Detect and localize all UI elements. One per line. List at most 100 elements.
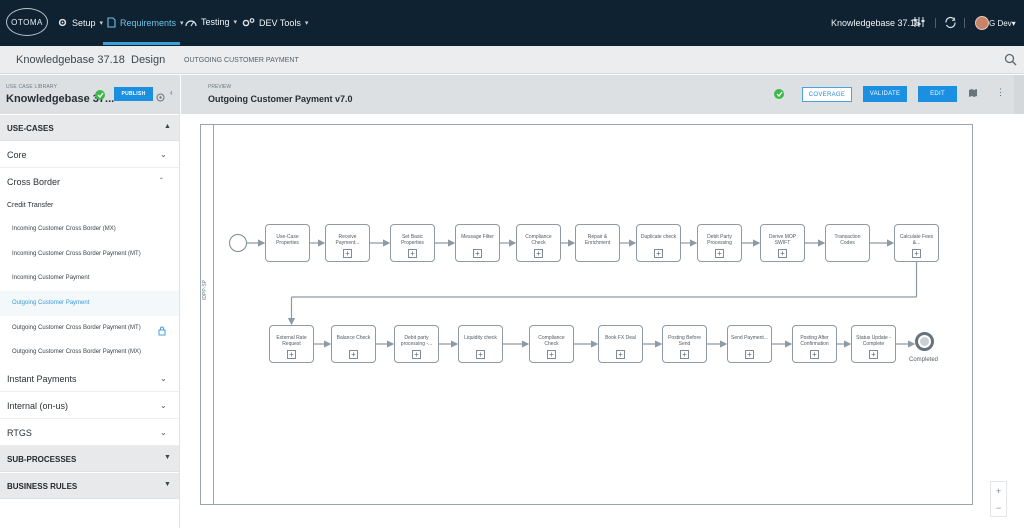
- breadcrumb-knowledgebase[interactable]: Knowledgebase 37.18: [16, 54, 125, 66]
- expand-subprocess-icon[interactable]: +: [616, 350, 625, 359]
- nav-dev-tools[interactable]: DEV Tools ▾: [242, 17, 308, 28]
- expand-subprocess-icon[interactable]: +: [473, 249, 482, 258]
- section-business-rules-label: BUSINESS RULES: [7, 482, 78, 491]
- task-row2-3[interactable]: Liquidity check+: [458, 325, 503, 363]
- task-row1-7[interactable]: Debit Party Processing+: [697, 224, 742, 262]
- edit-button[interactable]: EDIT: [918, 86, 957, 102]
- group-credit-transfer-label: Credit Transfer: [7, 202, 54, 209]
- breadcrumb: Knowledgebase 37.18 Design OUTGOING CUST…: [0, 46, 1024, 74]
- group-core[interactable]: Core ⌄: [0, 142, 179, 168]
- expand-subprocess-icon[interactable]: +: [287, 350, 296, 359]
- task-row1-5[interactable]: Repair & Enrichment: [575, 224, 620, 262]
- task-row2-5[interactable]: Book FX Deal+: [598, 325, 643, 363]
- group-rtgs[interactable]: RTGS ⌄: [0, 420, 179, 446]
- sliders-icon[interactable]: [911, 14, 927, 30]
- more-icon[interactable]: ⋮: [996, 87, 1005, 97]
- expand-subprocess-icon[interactable]: +: [534, 249, 543, 258]
- expand-subprocess-icon[interactable]: +: [343, 249, 352, 258]
- start-event[interactable]: [229, 234, 247, 252]
- zoom-in-button[interactable]: +: [995, 485, 1002, 496]
- user-menu[interactable]: G Dev▾: [989, 19, 1016, 28]
- breadcrumb-design[interactable]: Design: [131, 54, 166, 66]
- list-item[interactable]: Incoming Customer Cross Border (MX): [0, 217, 179, 242]
- avatar[interactable]: [975, 16, 989, 30]
- task-row1-10[interactable]: Calculate Fees &... +: [894, 224, 939, 262]
- expand-subprocess-icon[interactable]: +: [547, 350, 556, 359]
- group-internal[interactable]: Internal (on-us) ⌄: [0, 393, 179, 419]
- expand-subprocess-icon[interactable]: +: [654, 249, 663, 258]
- expand-subprocess-icon[interactable]: +: [745, 350, 754, 359]
- section-business-rules[interactable]: BUSINESS RULES ▼: [0, 473, 179, 499]
- expand-subprocess-icon[interactable]: +: [412, 350, 421, 359]
- group-instant-payments[interactable]: Instant Payments ⌄: [0, 366, 179, 392]
- task-row2-0[interactable]: External Rate Request+: [269, 325, 314, 363]
- coverage-button[interactable]: COVERAGE: [802, 87, 852, 102]
- nav-testing[interactable]: Testing ▾: [185, 17, 237, 27]
- list-item[interactable]: Incoming Customer Payment: [0, 266, 179, 291]
- otoma-logo[interactable]: OTOMA: [6, 8, 48, 36]
- search-icon[interactable]: [1004, 53, 1017, 71]
- zoom-out-button[interactable]: −: [995, 502, 1002, 513]
- chevron-down-icon: ⌄: [160, 401, 167, 410]
- end-event[interactable]: [915, 332, 934, 351]
- expand-subprocess-icon[interactable]: +: [869, 350, 878, 359]
- list-item-selected[interactable]: Outgoing Customer Payment: [0, 291, 179, 316]
- list-item[interactable]: Outgoing Customer Cross Border Payment (…: [0, 340, 179, 365]
- task-row2-8[interactable]: Posting After Confirmation+: [792, 325, 837, 363]
- expand-subprocess-icon[interactable]: +: [476, 350, 485, 359]
- task-row2-1[interactable]: Balance Check+: [331, 325, 376, 363]
- section-use-cases[interactable]: USE-CASES ▲: [0, 115, 179, 141]
- task-row2-4[interactable]: Compliance Check+: [529, 325, 574, 363]
- collapse-panel-icon[interactable]: ‹: [170, 88, 173, 97]
- group-cross-border[interactable]: Cross Border ˆ: [0, 169, 179, 195]
- knowledgebase-selector[interactable]: Knowledgebase 37.18: [831, 18, 921, 28]
- task-row1-1[interactable]: Receive Payment...+: [325, 224, 370, 262]
- task-row2-7[interactable]: Send Payment...+: [727, 325, 772, 363]
- task-label: Calculate Fees &...: [899, 234, 934, 246]
- list-item[interactable]: Incoming Customer Cross Border Payment (…: [0, 242, 179, 267]
- nav-requirements[interactable]: Requirements ▾: [107, 17, 184, 28]
- list-item-label: Outgoing Customer Cross Border Payment (…: [12, 349, 142, 355]
- publish-button[interactable]: PUBLISH: [114, 87, 153, 101]
- gears-icon: [58, 18, 67, 27]
- task-row1-6[interactable]: Duplicate check+: [636, 224, 681, 262]
- expand-subprocess-icon[interactable]: +: [912, 249, 921, 258]
- task-row1-2[interactable]: Set Basic Properties+: [390, 224, 435, 262]
- group-cross-border-label: Cross Border: [7, 177, 61, 187]
- check-circle-icon: [774, 89, 784, 99]
- task-row2-2[interactable]: Debit party processing -...+: [394, 325, 439, 363]
- task-row1-8[interactable]: Derive MOP SWIFT+: [760, 224, 805, 262]
- expand-subprocess-icon[interactable]: +: [680, 350, 689, 359]
- expand-subprocess-icon[interactable]: +: [810, 350, 819, 359]
- gears-icon: [242, 18, 255, 27]
- map-icon[interactable]: [968, 88, 978, 100]
- task-row1-0[interactable]: Use-Case Properties: [265, 224, 310, 262]
- expand-subprocess-icon[interactable]: +: [349, 350, 358, 359]
- task-row2-9[interactable]: Status Update - Complete+: [851, 325, 896, 363]
- validate-button[interactable]: VALIDATE: [863, 86, 907, 102]
- task-row1-4[interactable]: Compliance Check+: [516, 224, 561, 262]
- collapse-right-panel-icon[interactable]: [1014, 75, 1024, 114]
- list-item[interactable]: Outgoing Customer Cross Border Payment (…: [0, 316, 179, 341]
- chevron-up-icon: ˆ: [160, 177, 163, 186]
- task-row1-3[interactable]: Message Filter+: [455, 224, 500, 262]
- task-row1-9[interactable]: Transaction Codes: [825, 224, 870, 262]
- task-row2-6[interactable]: Posting Before Send +: [662, 325, 707, 363]
- use-case-library-panel: USE CASE LIBRARY Knowledgebase 37... PUB…: [0, 75, 180, 528]
- list-item-label: Outgoing Customer Cross Border Payment (…: [12, 325, 141, 331]
- preview-area: PREVIEW Outgoing Customer Payment v7.0 C…: [181, 75, 1024, 528]
- task-label: Posting Before Send: [668, 335, 701, 347]
- section-sub-processes[interactable]: SUB-PROCESSES ▼: [0, 446, 179, 472]
- document-icon: [107, 17, 116, 28]
- settings-icon[interactable]: [156, 89, 165, 107]
- expand-subprocess-icon[interactable]: +: [715, 249, 724, 258]
- list-item-label: Incoming Customer Cross Border (MX): [12, 226, 116, 232]
- nav-setup[interactable]: Setup ▾: [57, 17, 103, 28]
- end-event-label: Completed: [909, 357, 939, 363]
- expand-subprocess-icon[interactable]: +: [408, 249, 417, 258]
- nav-dev-tools-label: DEV Tools: [259, 17, 301, 28]
- sync-icon[interactable]: [942, 14, 958, 30]
- group-credit-transfer[interactable]: Credit Transfer: [0, 194, 179, 220]
- expand-subprocess-icon[interactable]: +: [778, 249, 787, 258]
